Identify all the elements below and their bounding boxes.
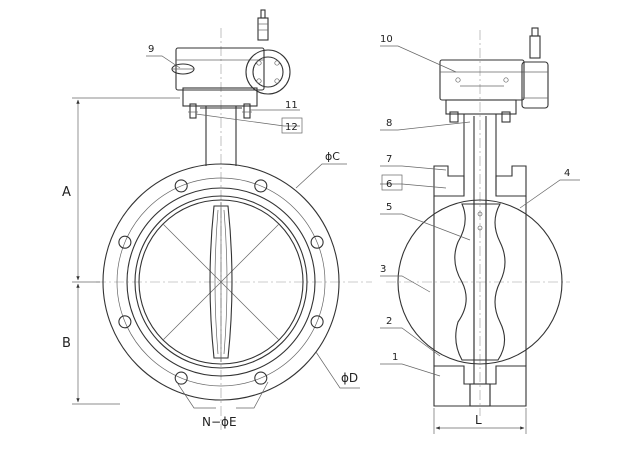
upper-body-section (433, 165, 527, 366)
dimension-L: L (433, 408, 527, 434)
lower-body-section (433, 365, 527, 407)
bolt-hole (310, 235, 324, 249)
part-label-6: 6 (386, 179, 392, 190)
bolt-hole (118, 235, 132, 249)
dim-phiD-label: ϕD (341, 371, 358, 385)
bolt-circle (116, 177, 326, 387)
valve-neck (200, 106, 242, 166)
bolt-holes (118, 179, 324, 385)
part-label-4: 4 (564, 168, 570, 179)
part-label-5: 5 (386, 202, 392, 213)
bolt-hole (310, 315, 324, 329)
part-label-11: 11 (285, 100, 298, 111)
disc-hub-section (454, 203, 506, 361)
side-view-labels: 10 8 7 6 5 4 3 2 1 (380, 34, 580, 377)
front-view: A B 9 11 12 ϕC ϕD N−ϕE (62, 9, 372, 430)
part-label-12-box (281, 117, 303, 134)
front-view-labels: 9 11 12 ϕC ϕD N−ϕE (146, 44, 360, 429)
dim-phiC-label: ϕC (325, 150, 340, 163)
part-label-3: 3 (380, 264, 386, 275)
body-bore-circle (134, 195, 308, 369)
part-label-12: 12 (285, 122, 298, 133)
gear-operator (171, 9, 291, 119)
part-label-8: 8 (386, 118, 392, 129)
part-label-6-box (381, 174, 403, 191)
bolt-hole (174, 179, 188, 193)
bolt-hole (118, 315, 132, 329)
dim-L-label: L (475, 413, 482, 427)
part-label-10: 10 (380, 34, 393, 45)
bolt-hole (254, 371, 268, 385)
dimension-A: A (62, 97, 180, 283)
dim-NphiE-label: N−ϕE (202, 415, 237, 429)
dim-A-label: A (62, 185, 71, 200)
side-section-view: L 10 8 7 6 5 4 3 2 1 (380, 27, 580, 434)
valve-disc-front (209, 202, 233, 362)
dimension-B: B (62, 283, 120, 405)
part-label-2: 2 (386, 316, 392, 327)
part-label-1: 1 (392, 352, 398, 363)
raised-face-circle (126, 187, 316, 377)
dim-B-label: B (62, 336, 71, 351)
bolt-hole (254, 179, 268, 193)
side-gear-operator (439, 27, 549, 123)
valve-disc-side (397, 199, 563, 365)
seat-circle (138, 199, 304, 365)
part-label-7: 7 (386, 154, 392, 165)
part-label-9: 9 (148, 44, 154, 55)
flange-outer-circle (102, 163, 340, 401)
bolt-hole (174, 371, 188, 385)
